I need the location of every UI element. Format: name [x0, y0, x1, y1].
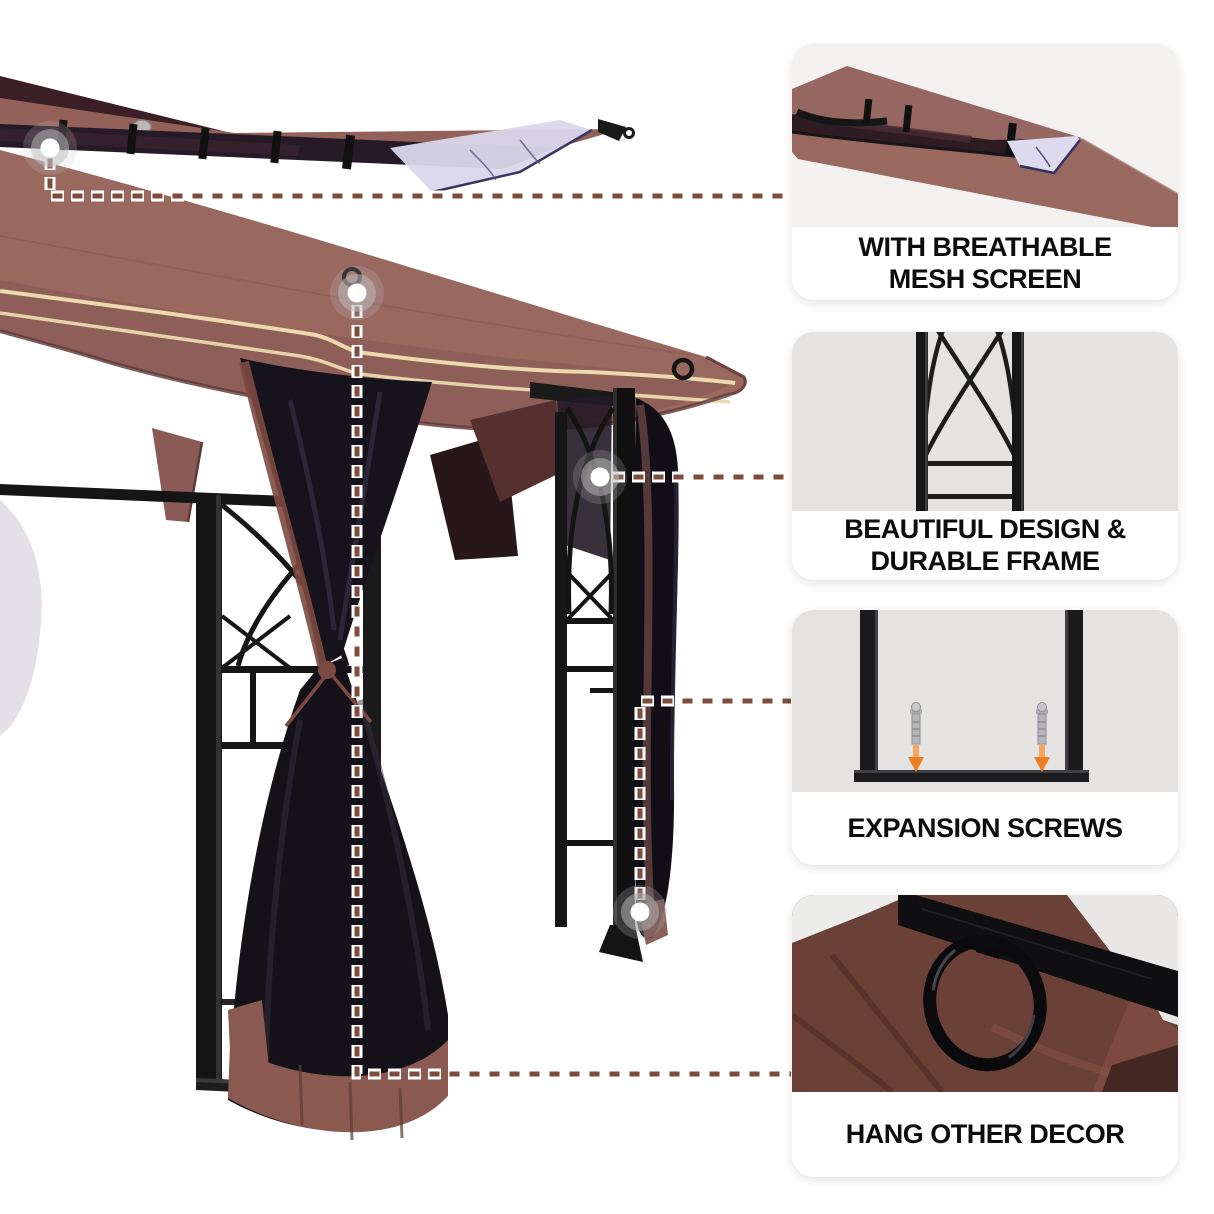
feature-label-line: BEAUTIFUL DESIGN &: [844, 514, 1126, 545]
mesh-screen-photo: [792, 44, 1178, 227]
hang-decor-photo-art: [792, 895, 1178, 1092]
leader-hang-decor: [351, 305, 791, 1080]
feature-label-line: MESH SCREEN: [888, 263, 1082, 294]
anchor-screw-icon: [908, 702, 924, 772]
feature-label-durable-frame: BEAUTIFUL DESIGN & DURABLE FRAME: [792, 511, 1178, 580]
mesh-screen-photo-art: [792, 44, 1178, 227]
durable-frame-photo-art: [792, 332, 1178, 511]
callout-marker-expansion-screws: [613, 885, 667, 939]
feature-label-hang-decor: HANG OTHER DECOR: [792, 1092, 1178, 1177]
feature-label-line: DURABLE FRAME: [870, 545, 1101, 576]
gazebo-main-roof: [0, 150, 747, 523]
expansion-screws-photo-art: [792, 610, 1178, 792]
gazebo-beam: [0, 382, 613, 560]
gazebo-top-tier: [0, 76, 635, 194]
feature-label-expansion-screws: EXPANSION SCREWS: [792, 792, 1178, 865]
gazebo-curtain-right: [632, 398, 679, 945]
feature-label-mesh-screen: WITH BREATHABLE MESH SCREEN: [792, 227, 1178, 300]
expansion-screws-photo: [792, 610, 1178, 792]
leader-lines: [44, 157, 791, 1080]
gazebo-curtain-left: [228, 358, 448, 1141]
gazebo-right-post: [555, 388, 643, 962]
hang-decor-photo: [792, 895, 1178, 1092]
durable-frame-photo: [792, 332, 1178, 511]
callout-markers: [23, 121, 667, 939]
leader-expansion-screws: [634, 695, 791, 900]
feature-label-line: HANG OTHER DECOR: [845, 1118, 1125, 1149]
feature-card-mesh-screen: WITH BREATHABLE MESH SCREEN: [792, 44, 1178, 300]
callout-marker-durable-frame: [573, 450, 627, 504]
feature-label-line: WITH BREATHABLE: [858, 232, 1112, 263]
callout-marker-mesh-screen: [23, 121, 77, 175]
callout-marker-hang-decor: [330, 266, 384, 320]
hanging-ring-icon: [923, 934, 1047, 1072]
gazebo-left-post: [196, 495, 381, 1097]
anchor-screw-icon: [1034, 702, 1050, 772]
feature-card-expansion-screws: EXPANSION SCREWS: [792, 610, 1178, 865]
feature-card-hang-decor: HANG OTHER DECOR: [792, 895, 1178, 1177]
leader-mesh-screen: [44, 157, 791, 202]
gazebo-left-sheer-curtain: [0, 500, 42, 736]
feature-label-line: EXPANSION SCREWS: [847, 812, 1123, 843]
feature-card-durable-frame: BEAUTIFUL DESIGN & DURABLE FRAME: [792, 332, 1178, 580]
